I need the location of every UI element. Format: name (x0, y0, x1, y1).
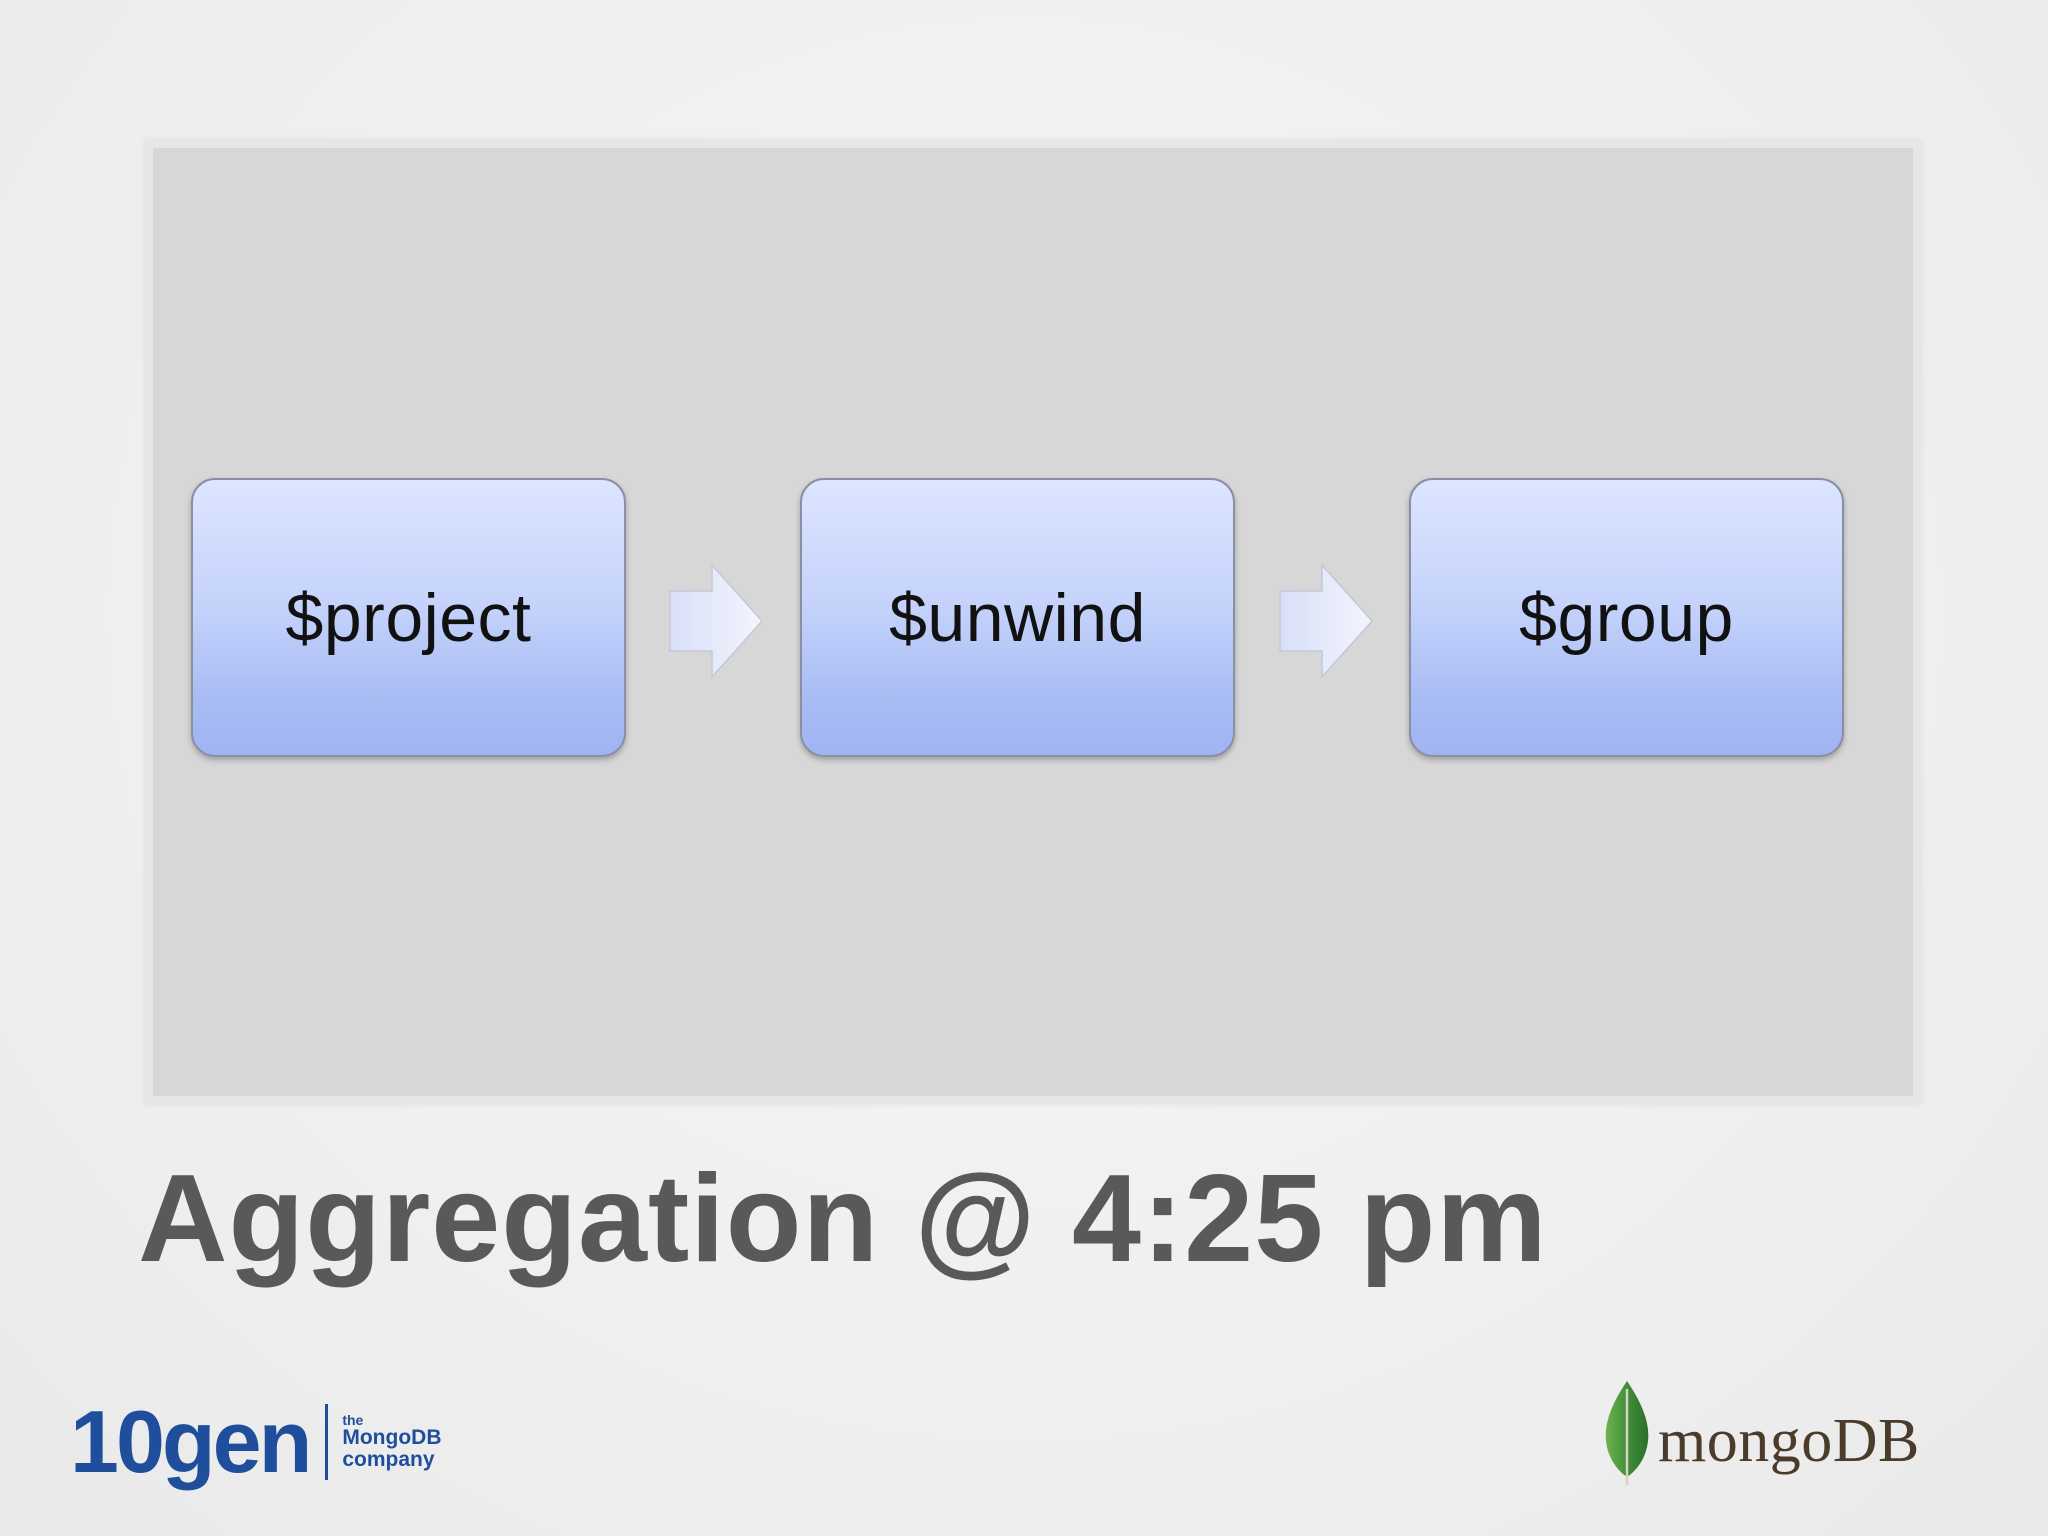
stage-label: $unwind (889, 579, 1146, 656)
mongodb-logo-word: mongoDB (1658, 1406, 1920, 1475)
stage-box-unwind: $unwind (800, 478, 1235, 757)
tengen-logo: 10gen the MongoDB company (70, 1392, 441, 1492)
tengen-logo-word: 10gen (70, 1392, 312, 1491)
mongodb-logo: mongoDB (1600, 1374, 1920, 1494)
tagline-line: MongoDB (342, 1426, 442, 1450)
stage-label: $group (1519, 579, 1734, 656)
arrow-right-icon (1279, 563, 1374, 679)
slide-title: Aggregation @ 4:25 pm (138, 1150, 1548, 1288)
tagline-line: company (342, 1448, 435, 1472)
stage-box-group: $group (1409, 478, 1844, 757)
logo-divider (325, 1404, 329, 1480)
arrow-right-icon (669, 563, 764, 679)
stage-box-project: $project (191, 478, 626, 757)
stage-label: $project (285, 579, 532, 656)
tengen-tagline: the MongoDB company (342, 1411, 442, 1472)
tagline-line: the (342, 1411, 364, 1428)
mongodb-leaf-icon (1605, 1381, 1649, 1485)
